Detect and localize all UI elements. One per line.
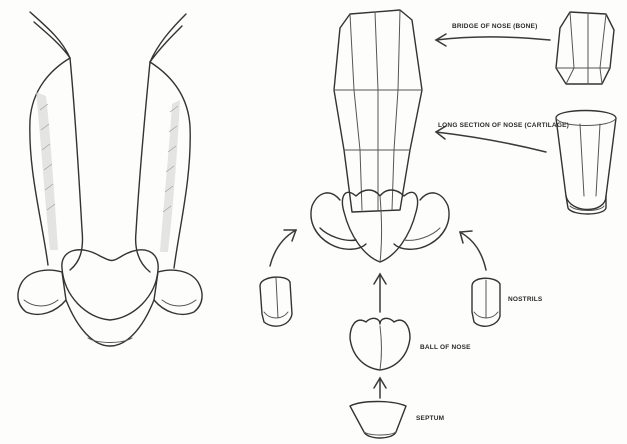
label-septum: SEPTUM [416,415,444,422]
arrow-left-nostril [270,230,296,266]
finished-nose-sketch [18,12,202,346]
nose-base-assembly [311,190,449,262]
label-long-section: LONG SECTION OF NOSE (CARTILAGE) [438,122,569,129]
ball-of-nose-piece [350,318,410,370]
arrow-right-nostril [460,231,486,270]
label-ball-of-nose: BALL OF NOSE [420,344,471,351]
bridge-assembly-shape [334,10,422,212]
septum-piece [350,402,406,439]
nostril-right-piece [472,278,500,326]
arrow-long-section [436,126,546,152]
nostril-left-piece [260,277,292,326]
arrow-bridge [436,34,550,46]
arrow-septum [374,378,386,398]
label-bridge-of-nose: BRIDGE OF NOSE (BONE) [452,23,537,30]
label-nostrils: NOSTRILS [508,296,542,303]
arrow-ball-of-nose [374,274,386,312]
bridge-bone-piece [556,12,614,84]
